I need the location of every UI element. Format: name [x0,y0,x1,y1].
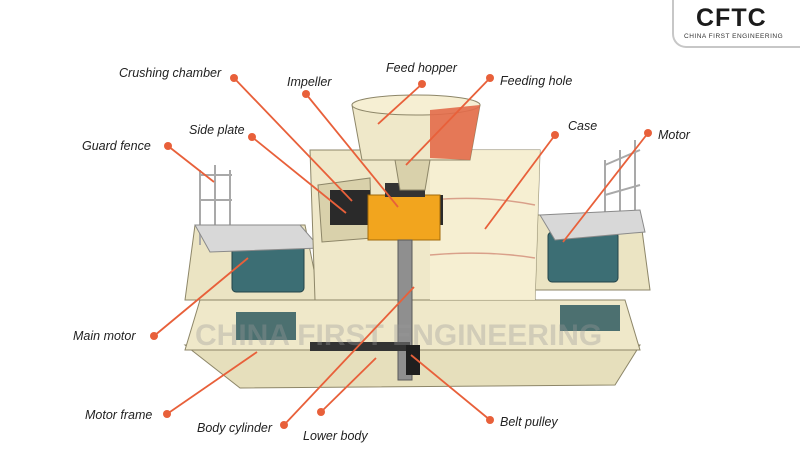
crushing-chamber-shape [330,190,370,225]
dot-body-cylinder [280,421,288,429]
dot-main-motor [150,332,158,340]
impeller-shape [368,195,440,240]
dot-motor-frame [163,410,171,418]
feeding-hole-shape [395,160,430,190]
dot-guard-fence [164,142,172,150]
dot-belt-pulley [486,416,494,424]
company-logo: CFTC CHINA FIRST ENGINEERING [672,0,800,48]
dot-lower-body [317,408,325,416]
label-impeller: Impeller [287,75,332,89]
label-main-motor: Main motor [73,329,136,343]
platform-left [195,225,320,252]
label-case: Case [568,119,597,133]
label-guard-fence: Guard fence [82,139,151,153]
label-feed-hopper: Feed hopper [386,61,458,75]
label-belt-pulley: Belt pulley [500,415,558,429]
dot-feeding-hole [486,74,494,82]
leader-guard-fence [168,146,214,182]
label-motor: Motor [658,128,691,142]
label-lower-body: Lower body [303,429,368,443]
label-body-cylinder: Body cylinder [197,421,273,435]
dot-crushing-chamber [230,74,238,82]
dot-impeller [302,90,310,98]
logo-subtitle: CHINA FIRST ENGINEERING [684,33,783,40]
label-crushing-chamber: Crushing chamber [119,66,222,80]
dot-motor [644,129,652,137]
logo-mark: CFTC [696,4,767,33]
label-motor-frame: Motor frame [85,408,152,422]
case-cutaway [430,150,540,300]
label-feeding-hole: Feeding hole [500,74,572,88]
dot-feed-hopper [418,80,426,88]
watermark-text: CHINA FIRST ENGINEERING [195,319,602,352]
dot-side-plate [248,133,256,141]
dot-case [551,131,559,139]
label-side-plate: Side plate [189,123,245,137]
